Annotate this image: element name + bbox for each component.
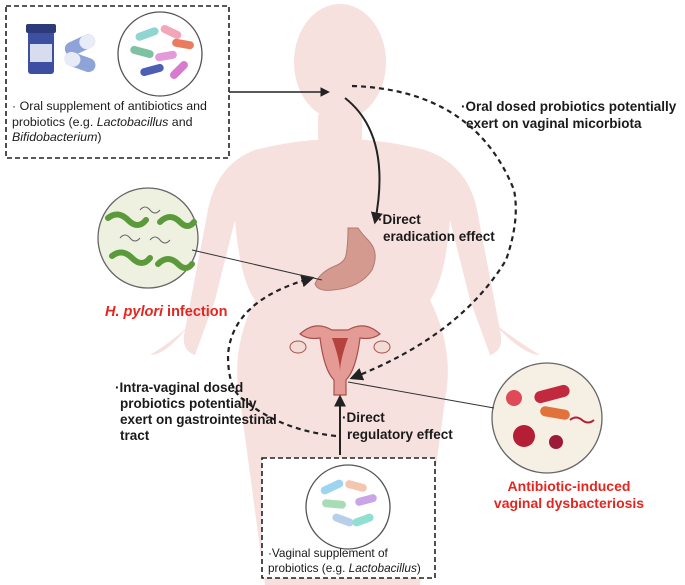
oral-box-line-2-pre: probiotics (e.g.	[12, 114, 97, 129]
direct-regulatory-line-1: ·Direct	[342, 410, 385, 425]
h-pylori-rest: infection	[163, 304, 228, 320]
oral-box-line-3-post: )	[97, 130, 102, 144]
vaginal-box-line-2-post: )	[416, 560, 421, 575]
intra-vaginal-line-3: exert on gastrointestinal	[120, 412, 277, 427]
dysbacteriosis-line-1: Antibiotic-induced	[507, 478, 631, 494]
oral-box-line-2-post: and	[168, 114, 193, 129]
stomach-icon	[314, 227, 376, 291]
vaginal-box-line-2-pre: probiotics (e.g.	[268, 560, 349, 575]
direct-eradication-arrow	[344, 97, 383, 225]
uterus-icon	[289, 325, 391, 396]
dysbacteriosis-label: Antibiotic-induced vaginal dysbacteriosi…	[474, 478, 664, 512]
probiotic-bacteria-icon	[117, 11, 203, 97]
vaginal-box-text: ·Vaginal supplement of probiotics (e.g. …	[268, 546, 438, 575]
oral-box-text: · Oral supplement of antibiotics and pro…	[12, 99, 227, 146]
direct-eradication-label: ·Direct eradication effect	[378, 212, 495, 245]
pathogenic-microbes-icon	[491, 362, 603, 474]
intra-vaginal-line-1: ·Intra-vaginal dosed	[115, 380, 244, 395]
dysbacteriosis-line-2: vaginal dysbacteriosis	[493, 495, 645, 511]
dysbacteriosis-connector	[347, 381, 495, 409]
h-pylori-label: H. pylori infection	[105, 304, 227, 320]
oral-dosed-line-1: ·Oral dosed probiotics potentially	[461, 99, 677, 114]
oral-to-vaginal-dashed-arrow	[349, 84, 517, 381]
vaginal-probiotic-bacteria-icon	[305, 464, 391, 550]
intra-vaginal-line-2: probiotics potentially	[120, 396, 257, 411]
direct-regulatory-label: ·Direct regulatory effect	[342, 409, 453, 443]
intra-vaginal-line-4: tract	[120, 428, 150, 443]
direct-eradication-line-2: eradication effect	[383, 228, 495, 244]
direct-regulatory-line-2: regulatory effect	[347, 427, 453, 442]
pill-bottle-and-capsules-icon	[26, 24, 96, 74]
oral-dosed-line-2: exert on vaginal micorbiota	[466, 116, 642, 131]
intra-vaginal-label: ·Intra-vaginal dosed probiotics potentia…	[115, 380, 277, 444]
h-pylori-connector	[191, 249, 323, 281]
vaginal-box-line-1: ·Vaginal supplement of	[268, 546, 388, 560]
vaginal-box-lactobacillus: Lactobacillus	[348, 560, 417, 575]
oral-box-line-3: Bifidobacterium)	[12, 130, 227, 146]
h-pylori-italic: H. pylori	[105, 304, 164, 320]
oral-box-line-1: · Oral supplement of antibiotics and	[12, 99, 207, 113]
oral-dosed-label: ·Oral dosed probiotics potentially exert…	[461, 98, 676, 132]
oral-box-lactobacillus: Lactobacillus	[96, 114, 169, 129]
intra-vaginal-to-gi-dashed-arrow	[226, 274, 337, 438]
oral-box-line-2: probiotics (e.g. Lactobacillus and	[12, 115, 227, 131]
vaginal-box-line-2: probiotics (e.g. Lactobacillus)	[268, 561, 438, 576]
direct-eradication-line-1: ·Direct	[378, 212, 421, 227]
helicobacter-bacteria-icon	[97, 187, 199, 289]
oral-box-bifidobacterium: Bifidobacterium	[12, 130, 98, 144]
